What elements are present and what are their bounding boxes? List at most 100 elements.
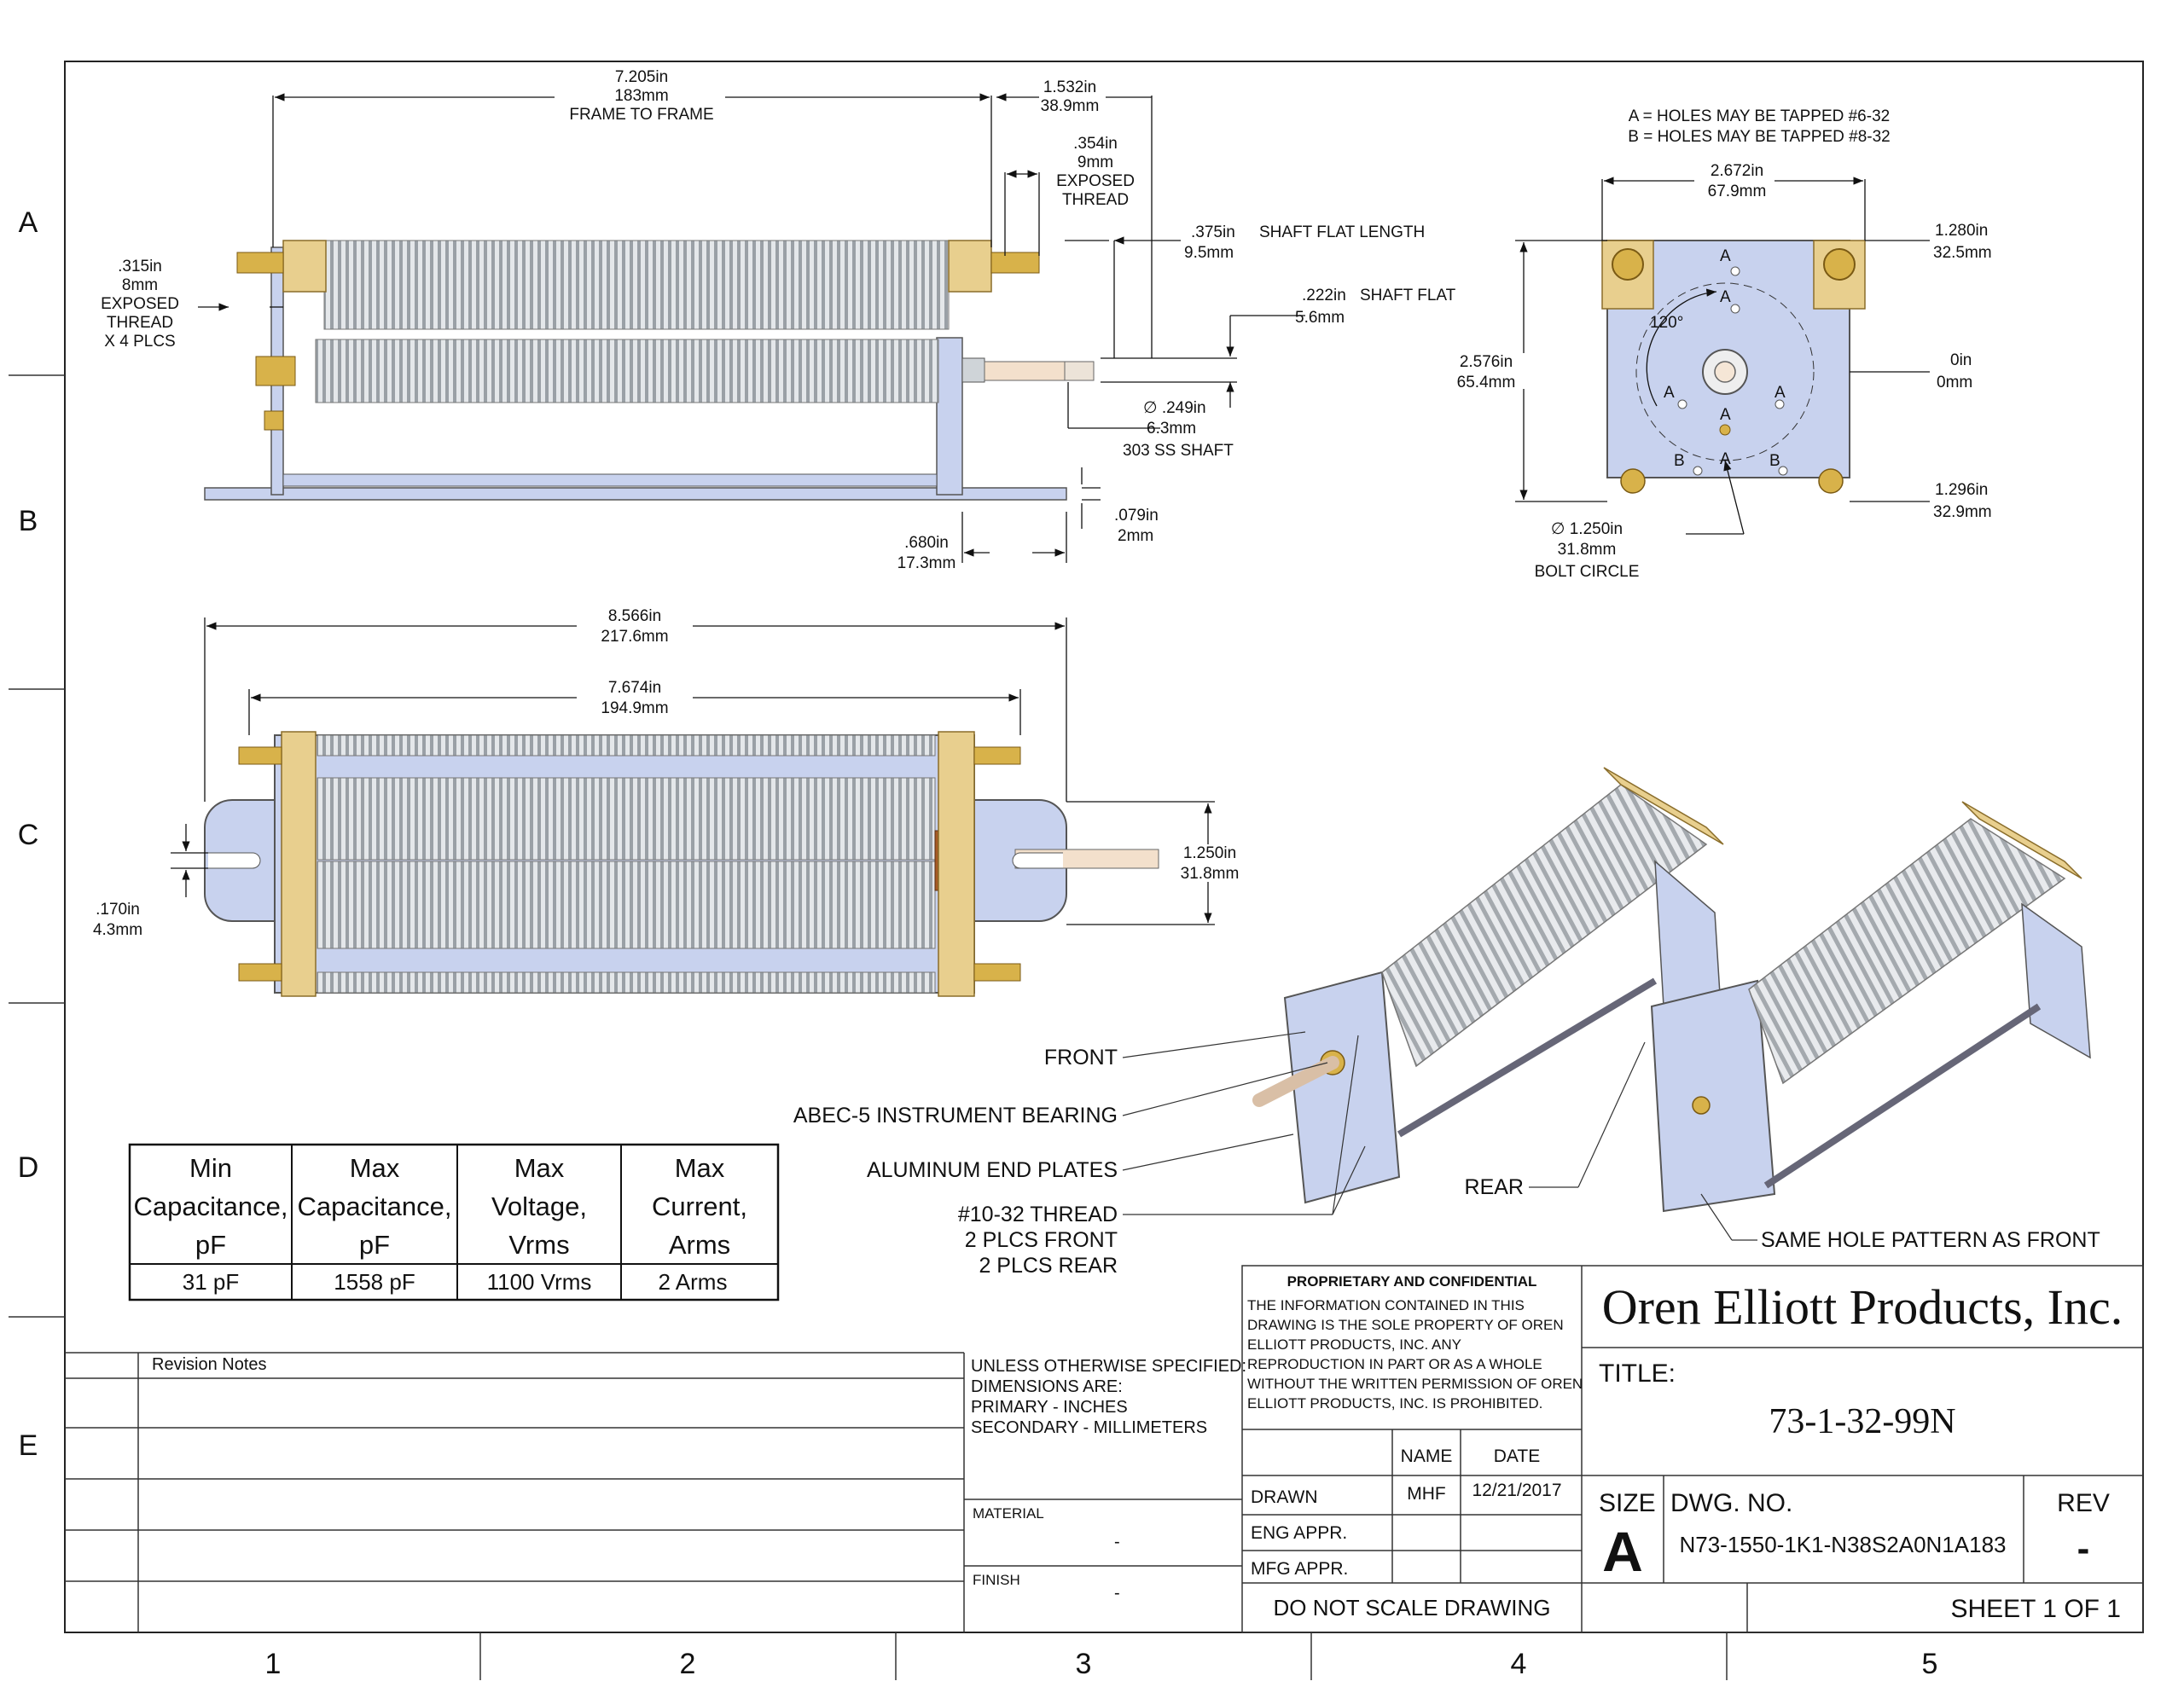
dim-center-mm: 0mm: [1937, 374, 1972, 391]
note-a: A = HOLES MAY BE TAPPED #6-32: [1629, 107, 1890, 125]
dim-bolt-circle-mm: 31.8mm: [1558, 541, 1617, 559]
spec-table: [128, 1143, 780, 1301]
side-view: 7.205in 183mm FRAME TO FRAME 1.532in 38.…: [101, 68, 1456, 572]
dim-bottom-mm: 32.9mm: [1933, 503, 1992, 521]
hole-label-a1: A: [1720, 247, 1731, 265]
rotor-terminal-screw: [264, 410, 284, 431]
front-end-plate: [936, 337, 963, 496]
isometric-front: [1252, 767, 1724, 1204]
note-b: B = HOLES MAY BE TAPPED #8-32: [1628, 128, 1890, 146]
callout-thread-2: 2 PLCS FRONT: [965, 1228, 1118, 1252]
zone-col-4: 4: [1511, 1648, 1527, 1680]
dim-slot-mm: 4.3mm: [93, 921, 142, 939]
title-label: TITLE:: [1599, 1359, 1676, 1388]
finish-label: FINISH: [973, 1572, 1020, 1588]
lower-fin-stack: [317, 861, 936, 949]
spec-value-min-cap: 31 pF: [183, 1269, 240, 1295]
rear-brass-block: [282, 240, 327, 293]
dim-overall-in: 8.566in: [608, 607, 661, 625]
dim-slot-in: .170in: [96, 901, 140, 919]
stator-fins: [323, 240, 950, 330]
zone-row-c: C: [18, 819, 39, 851]
dim-width-mm: 67.9mm: [1708, 183, 1767, 200]
proprietary-line-4: REPRODUCTION IN PART OR AS A WHOLE: [1247, 1356, 1542, 1372]
dim-offset-mm: 38.9mm: [1041, 97, 1100, 115]
rotor-terminal: [255, 356, 296, 386]
iso-front-plate: [1283, 971, 1401, 1204]
front-bus-bar: [938, 731, 975, 997]
revision-block: [65, 1352, 1242, 1632]
dim-frame-in: 7.205in: [615, 68, 668, 86]
isometric-rear: [1650, 801, 2091, 1213]
material-label: MATERIAL: [973, 1505, 1044, 1522]
dim-flat-length-in: .375in: [1191, 223, 1235, 241]
iso-rear-tie-rod: [1763, 1003, 2042, 1189]
hole-label-b1: B: [1674, 452, 1685, 470]
spec-header-4-line1: Max: [675, 1153, 725, 1183]
callout-front: FRONT: [1044, 1046, 1118, 1070]
front-brass-block: [948, 240, 992, 293]
dim-thread-side-label1: EXPOSED: [101, 295, 179, 313]
dim-flat-length-mm: 9.5mm: [1184, 244, 1234, 262]
zone-col-5: 5: [1922, 1648, 1938, 1680]
dim-shaft-mm: 6.3mm: [1147, 420, 1196, 438]
unless-line-4: SECONDARY - MILLIMETERS: [971, 1418, 1207, 1437]
dim-frame-top-in: 7.674in: [608, 679, 661, 697]
hole-label-a3: A: [1664, 384, 1675, 402]
dim-center-in: 0in: [1950, 351, 1972, 369]
callout-plates: ALUMINUM END PLATES: [867, 1158, 1118, 1182]
proprietary-title: PROPRIETARY AND CONFIDENTIAL: [1287, 1273, 1537, 1290]
spec-header-4-line3: Arms: [669, 1230, 730, 1260]
hole-label-a4: A: [1774, 384, 1786, 402]
zone-row-b: B: [19, 505, 38, 537]
right-terminal-nut: [1823, 248, 1856, 281]
dim-flat-in: .222in: [1302, 287, 1346, 304]
dim-plate-in: .079in: [1114, 507, 1159, 525]
left-slot: [208, 852, 261, 869]
dim-bolt-circle-label: BOLT CIRCLE: [1535, 563, 1640, 581]
rear-terminal-stud: [236, 252, 284, 274]
dim-flat-mm: 5.6mm: [1295, 309, 1345, 327]
hole-label-b2: B: [1769, 452, 1780, 470]
iso-rear-end-plate: [2021, 902, 2091, 1059]
zone-row-e: E: [19, 1429, 38, 1462]
iso-front-rear-bar: [1603, 767, 1724, 845]
zone-ticks: [9, 374, 1728, 1680]
spec-header-2-line1: Max: [350, 1153, 400, 1183]
base-foot: [204, 487, 1067, 501]
dim-thread-front-mm: 9mm: [1077, 154, 1113, 171]
dim-thread-front-label1: EXPOSED: [1056, 172, 1135, 190]
iso-rear-plate: [1650, 979, 1776, 1213]
rev-label: REV: [2057, 1489, 2110, 1517]
hole-label-a6: A: [1720, 450, 1731, 468]
rev-value: -: [2077, 1528, 2090, 1569]
finish-value: -: [1114, 1584, 1120, 1603]
callout-leaders: [1122, 1031, 1757, 1241]
right-slot: [1012, 852, 1063, 869]
mfg-appr-label: MFG APPR.: [1251, 1559, 1348, 1579]
bottom-fin-strip: [317, 971, 936, 994]
drawn-date: 12/21/2017: [1472, 1481, 1561, 1500]
date-header: DATE: [1494, 1446, 1540, 1466]
sheet-number: SHEET 1 OF 1: [1950, 1595, 2121, 1623]
iso-front-shaft: [1252, 1056, 1339, 1107]
stud-bottom-left: [238, 963, 282, 982]
callout-thread-3: 2 PLCS REAR: [979, 1254, 1118, 1278]
proprietary-line-5: WITHOUT THE WRITTEN PERMISSION OF OREN: [1247, 1376, 1583, 1392]
stud-bottom-right: [973, 963, 1021, 982]
left-terminal-nut: [1612, 248, 1644, 281]
size-label: SIZE: [1599, 1489, 1656, 1517]
shaft-flat: [1064, 361, 1095, 381]
iso-rear-bearing: [1692, 1096, 1711, 1115]
dim-height-mm: 65.4mm: [1457, 374, 1516, 391]
upper-fin-stack: [317, 777, 936, 861]
dim-bolt-circle-in: ∅ 1.250in: [1551, 520, 1623, 538]
drawn-label: DRAWN: [1251, 1487, 1318, 1507]
iso-rear-fins: [1748, 818, 2066, 1085]
callout-rear: REAR: [1465, 1175, 1524, 1199]
dim-thread-side-label3: X 4 PLCS: [104, 333, 175, 351]
spec-header-3-line2: Voltage,: [491, 1191, 587, 1221]
dim-flat-length-label: SHAFT FLAT LENGTH: [1259, 223, 1425, 241]
zone-col-1: 1: [265, 1648, 282, 1680]
